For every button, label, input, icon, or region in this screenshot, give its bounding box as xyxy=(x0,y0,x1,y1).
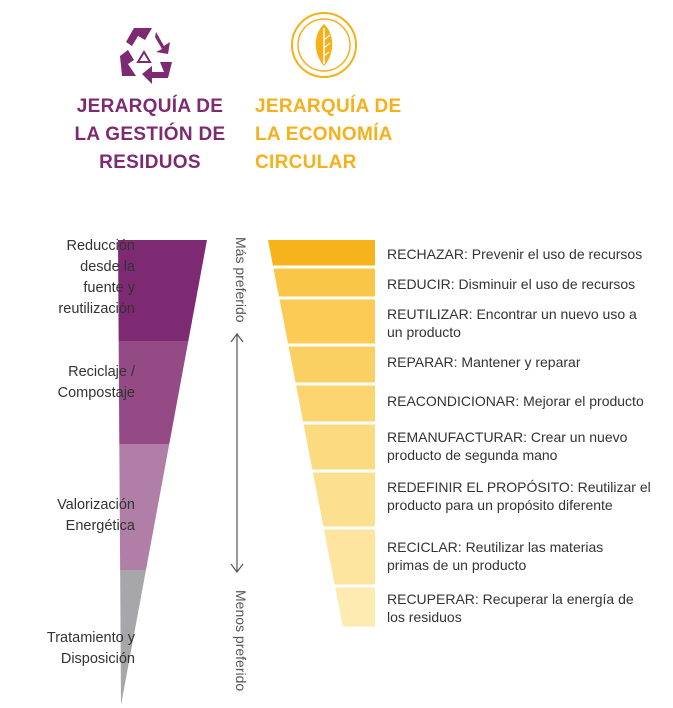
circular-level-band xyxy=(335,587,375,627)
axis-top-label: Más preferido xyxy=(233,237,249,323)
circular-level-band xyxy=(323,529,375,585)
double-arrow-icon xyxy=(230,333,244,573)
circular-level-band xyxy=(312,472,375,527)
axis-bottom-label: Menos preferido xyxy=(233,590,249,692)
circular-level-label: RECHAZAR: Prevenir el uso de recursos xyxy=(387,246,643,262)
recycle-icon xyxy=(120,28,172,84)
circular-level-band xyxy=(279,299,375,344)
circular-level-band xyxy=(268,240,375,266)
circular-level-band xyxy=(273,268,375,297)
circular-level-band xyxy=(296,385,375,422)
waste-level-band xyxy=(118,240,207,341)
waste-level-band xyxy=(118,341,189,444)
waste-level-label: Reciclaje /Compostaje xyxy=(57,364,135,401)
waste-level-band xyxy=(119,444,170,570)
circular-level-band xyxy=(303,424,375,470)
circular-level-label: REDUCIR: Disminuir el uso de recursos xyxy=(387,276,636,292)
circular-level-band xyxy=(288,346,375,383)
circular-level-label: REACONDICIONAR: Mejorar el producto xyxy=(387,393,644,409)
circular-level-label: REPARAR: Mantener y reparar xyxy=(387,354,581,370)
waste-hierarchy-title: JERARQUÍA DE LA GESTIÓN DE RESIDUOS xyxy=(74,96,226,173)
waste-level-band xyxy=(120,570,146,705)
circular-economy-title: JERARQUÍA DE LA ECONOMÍA CIRCULAR xyxy=(255,96,402,173)
leaf-icon xyxy=(291,12,357,78)
